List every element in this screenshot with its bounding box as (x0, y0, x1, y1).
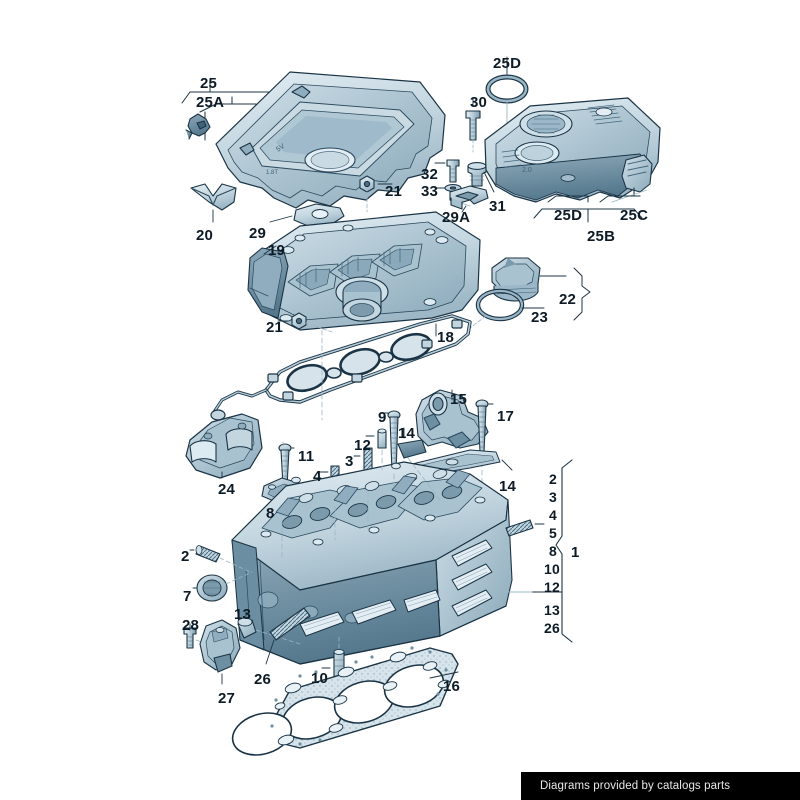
part-12-dowel (365, 428, 387, 449)
callout-30: 30 (470, 94, 488, 111)
part-21-nut-upper (359, 175, 393, 213)
part-5-stud (505, 519, 545, 537)
callout-17: 17 (497, 408, 515, 425)
callout-29: 29 (249, 225, 267, 242)
group-item-13: 13 (544, 602, 560, 618)
group-item-26: 26 (544, 620, 560, 636)
part-19-valve-cover (247, 211, 481, 331)
group-item-8: 8 (549, 543, 557, 559)
part-16-head-gasket (231, 646, 459, 756)
callout-25b: 25B (587, 228, 616, 245)
part-25b-engine-cover: 2.0 (484, 97, 661, 203)
part-20 (190, 183, 237, 223)
part-22-oil-filler-cap (491, 257, 567, 302)
callout-25c: 25C (620, 207, 649, 224)
callout-21: 21 (385, 183, 403, 200)
part-26-stud (265, 607, 311, 665)
callout-13: 13 (234, 606, 252, 623)
callout-25a: 25A (196, 94, 225, 111)
part-27-sensor-housing (199, 619, 241, 685)
callout-32: 32 (421, 166, 439, 183)
group-item-3: 3 (549, 489, 557, 505)
group-item-5: 5 (549, 525, 557, 541)
group-label-1: 1 (571, 544, 580, 561)
part-11-bolt (278, 443, 295, 487)
part-13-plug (237, 611, 301, 645)
group-item-4: 4 (549, 507, 557, 523)
part-23-seal-ring (469, 288, 545, 329)
group-item-12: 12 (544, 579, 560, 595)
callout-24: 24 (218, 481, 236, 498)
callout-25d: 25D (554, 207, 583, 224)
callout-26: 26 (254, 671, 272, 688)
part-30-bolt (465, 97, 481, 153)
svg-text:2.0: 2.0 (522, 167, 532, 174)
part-1-cylinder-head (231, 461, 513, 665)
callout-27: 27 (218, 690, 236, 707)
callout-11: 11 (298, 448, 315, 465)
callout-23: 23 (531, 309, 549, 326)
part-32-bolt (434, 159, 460, 183)
callout-16: 16 (443, 678, 461, 695)
callout-21: 21 (266, 319, 284, 336)
part-14-pad-small (397, 427, 427, 459)
callout-3: 3 (345, 453, 354, 470)
callout-15: 15 (450, 391, 468, 408)
part-9-bolt (383, 410, 401, 473)
callout-22: 22 (559, 291, 577, 308)
svg-text:1.8T: 1.8T (266, 170, 278, 176)
group-item-10: 10 (544, 561, 560, 577)
callout-2: 2 (181, 548, 190, 565)
part-7-bushing (192, 571, 253, 602)
part-29a-bracket (449, 185, 489, 213)
callout-4: 4 (313, 468, 322, 485)
callout-25d: 25D (493, 55, 522, 72)
callout-12: 12 (354, 437, 372, 454)
callout-14: 14 (398, 425, 416, 442)
callout-33: 33 (421, 183, 439, 200)
attribution-banner: Diagrams provided by catalogs parts (521, 772, 800, 800)
callout-14: 14 (499, 478, 517, 495)
part-15-tensioner (415, 389, 489, 449)
bracket-group-1 (505, 459, 573, 643)
bracket-25b (533, 195, 643, 223)
callout-18: 18 (437, 329, 455, 346)
callout-29a: 29A (442, 209, 471, 226)
callout-9: 9 (378, 409, 387, 426)
svg-text:5V: 5V (275, 143, 286, 154)
part-25a-clip (185, 113, 211, 140)
part-25-engine-cover: 5V 1.8T (215, 71, 446, 209)
callout-19: 19 (268, 242, 286, 259)
part-31-grommet (467, 162, 495, 193)
attribution-text: Diagrams provided by catalogs parts (540, 780, 731, 792)
part-21-nut-lower (277, 312, 333, 333)
part-18-valve-cover-gasket (210, 314, 472, 426)
callout-31: 31 (489, 198, 507, 215)
callout-7: 7 (183, 588, 192, 605)
callout-25: 25 (200, 75, 218, 92)
bracket-22 (573, 267, 591, 321)
part-29-gasket (269, 203, 345, 243)
callout-10: 10 (311, 670, 329, 687)
callout-20: 20 (196, 227, 214, 244)
group-item-2: 2 (549, 471, 557, 487)
callout-28: 28 (182, 617, 200, 634)
callout-8: 8 (266, 505, 275, 522)
part-24-bearing-block (185, 413, 263, 479)
part-2-dowel (189, 545, 251, 573)
